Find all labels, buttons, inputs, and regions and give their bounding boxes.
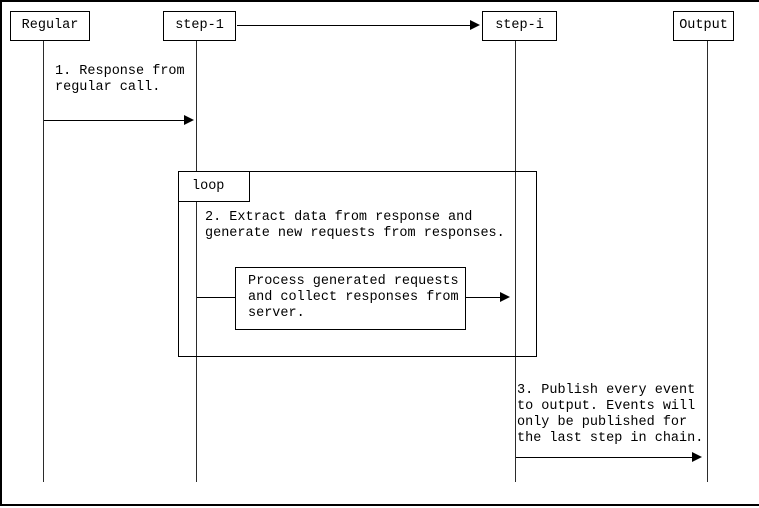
message-2-text: 2. Extract data from response and genera… xyxy=(205,210,505,241)
actor-box-step-1: step-1 xyxy=(163,11,236,41)
actor-label-regular: Regular xyxy=(21,18,79,33)
arrowhead-right-icon xyxy=(500,292,510,302)
left-border xyxy=(0,0,2,506)
arrow-message-3-line xyxy=(516,457,692,458)
message-3-text: 3. Publish every event to output. Events… xyxy=(517,383,704,446)
process-box: Process generated requests and collect r… xyxy=(235,267,466,330)
actor-label-step-1: step-1 xyxy=(175,18,224,33)
loop-fragment-label: loop xyxy=(178,171,250,202)
process-box-out-line xyxy=(466,297,500,298)
message-1-text: 1. Response from regular call. xyxy=(55,64,185,95)
lifeline-step-1 xyxy=(196,41,197,482)
lifeline-step-i xyxy=(515,41,516,482)
actor-box-output: Output xyxy=(673,11,734,41)
arrowhead-right-icon xyxy=(184,115,194,125)
process-box-in-line xyxy=(197,297,235,298)
arrowhead-right-icon xyxy=(692,452,702,462)
bottom-border xyxy=(0,504,759,506)
arrow-step1-to-stepi-line xyxy=(237,25,470,26)
lifeline-regular xyxy=(43,41,44,482)
top-border xyxy=(0,0,759,2)
lifeline-output xyxy=(707,41,708,482)
arrow-message-1-line xyxy=(44,120,184,121)
actor-label-step-i: step-i xyxy=(495,18,544,33)
actor-box-step-i: step-i xyxy=(482,11,557,41)
loop-fragment-box xyxy=(178,171,537,357)
arrowhead-right-icon xyxy=(470,20,480,30)
actor-box-regular: Regular xyxy=(10,11,90,41)
actor-label-output: Output xyxy=(679,18,728,33)
